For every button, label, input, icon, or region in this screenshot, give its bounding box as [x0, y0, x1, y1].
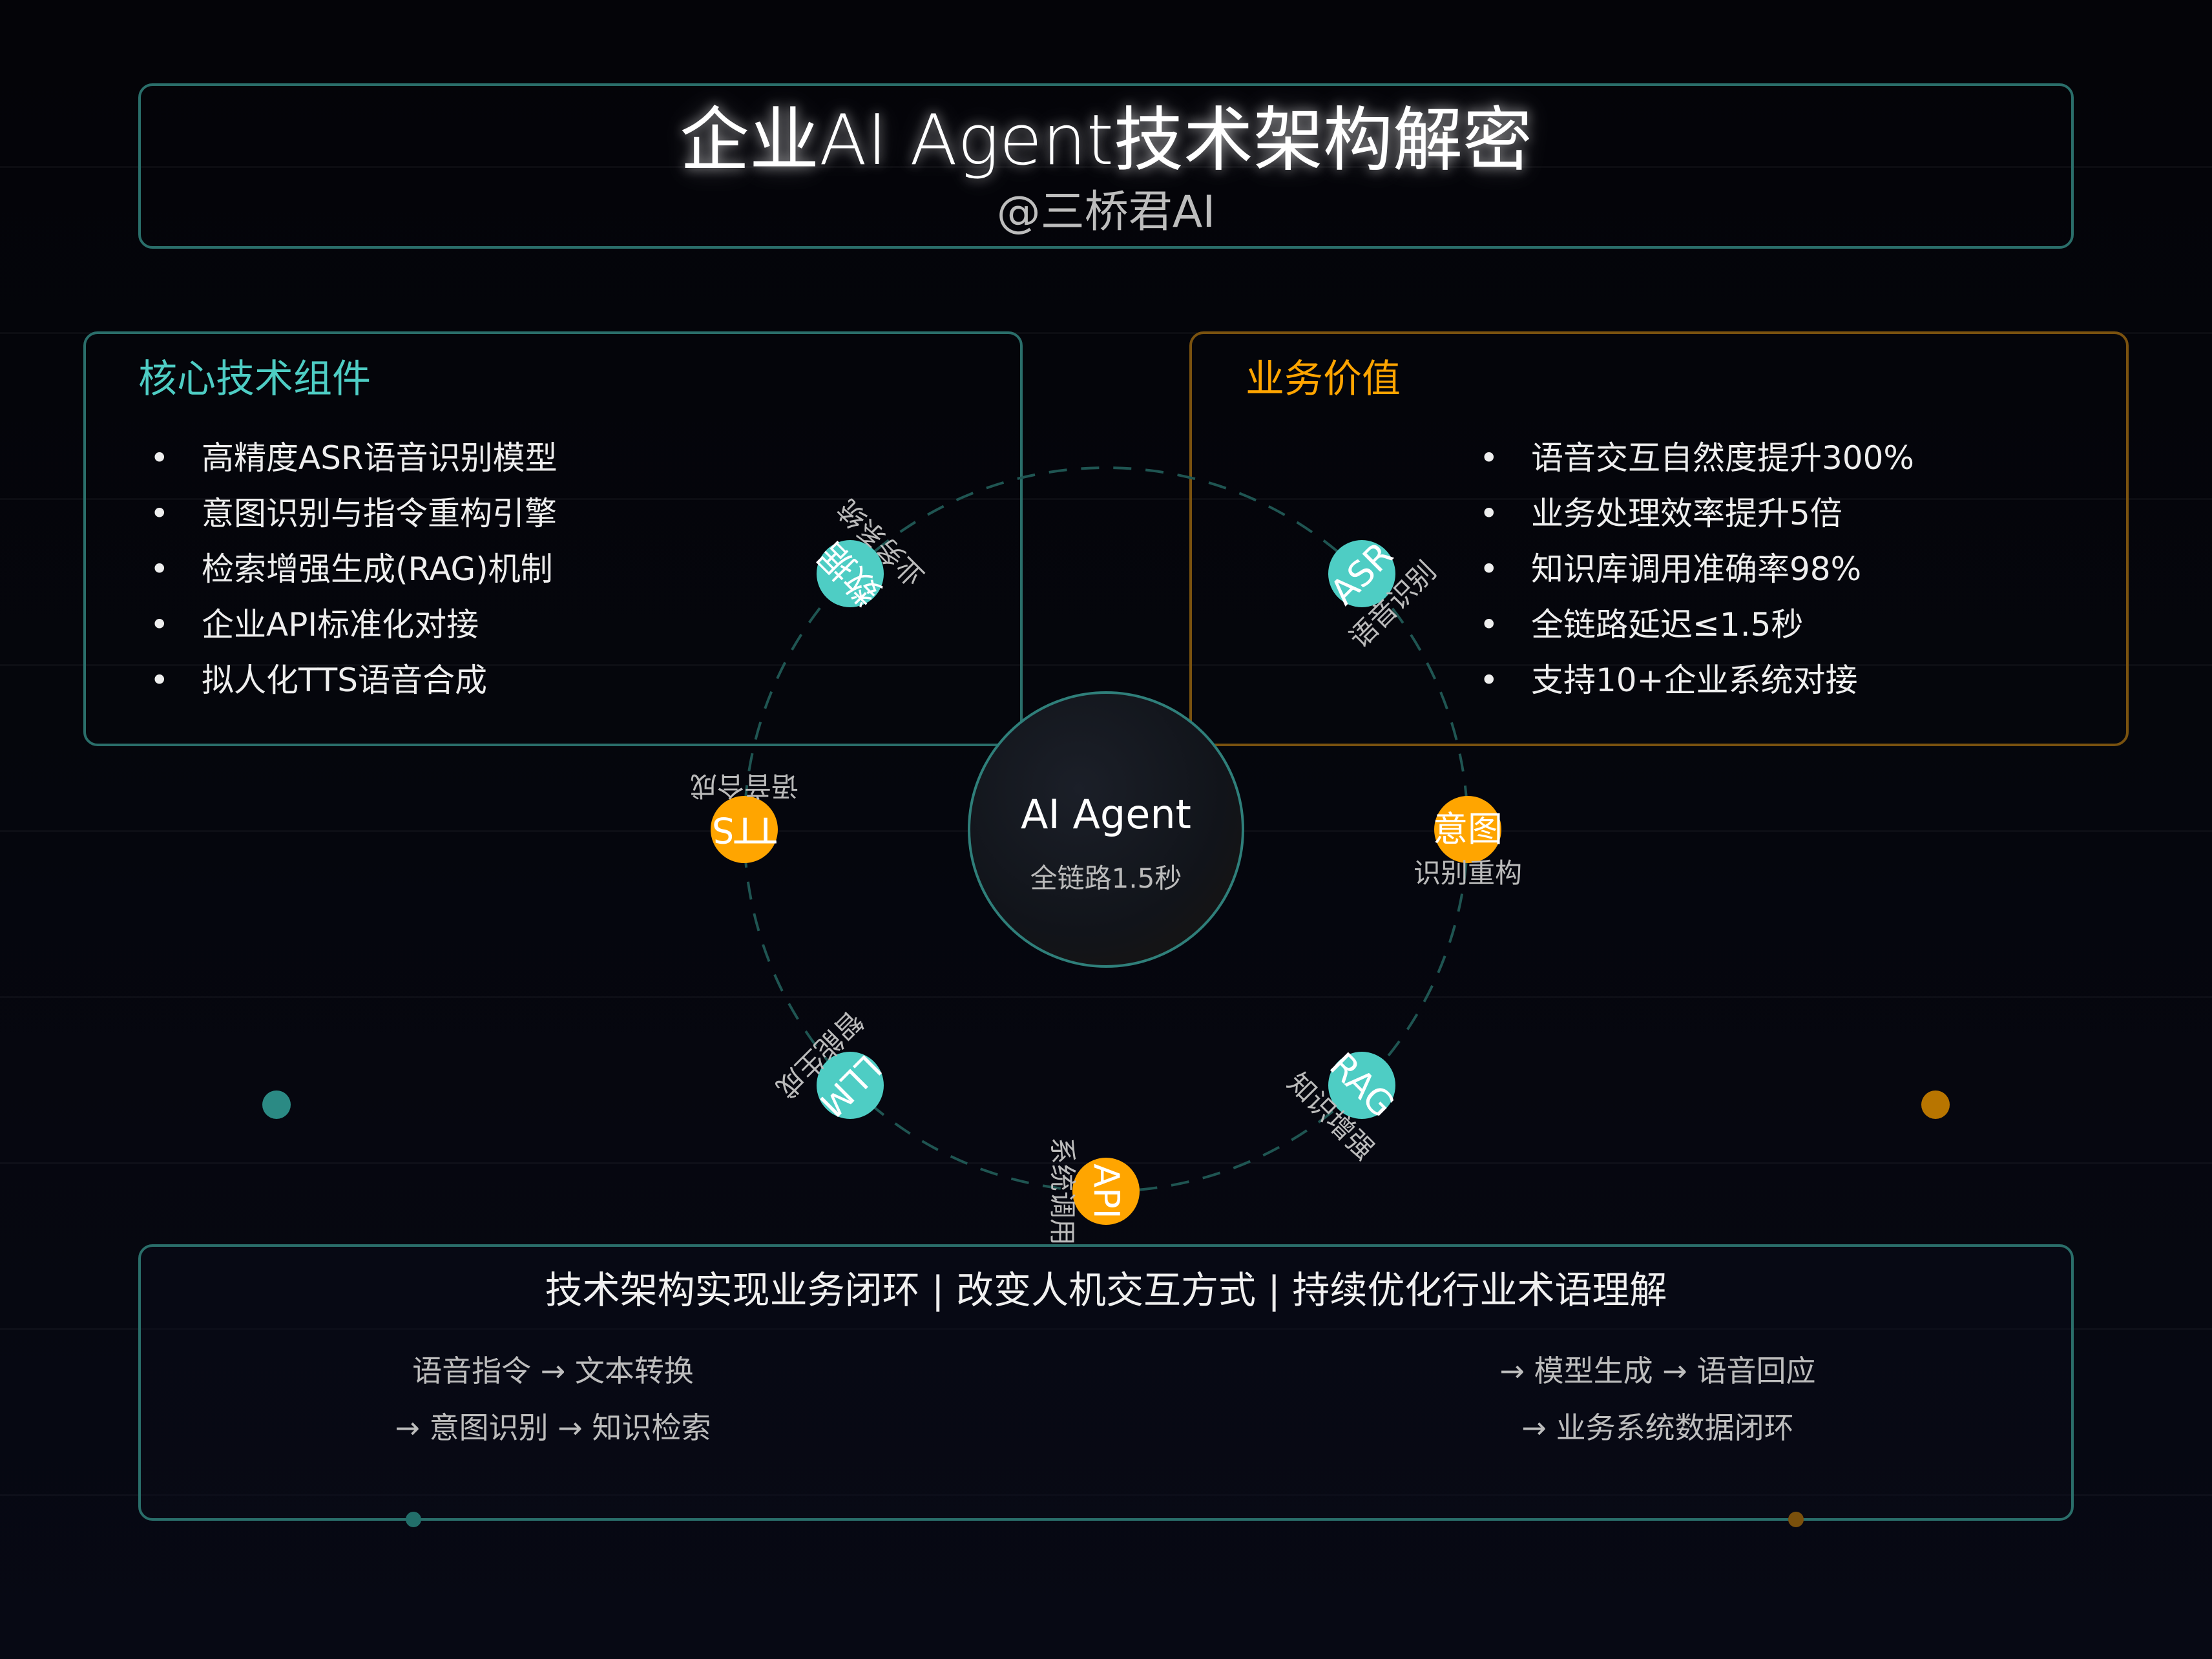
node-label: 系统调用: [1047, 1136, 1078, 1246]
bullet-icon: •: [1479, 550, 1499, 588]
list-item: • 业务处理效率提升5倍: [1479, 486, 1914, 541]
node-text: 意图: [1433, 809, 1503, 850]
bullet-icon: •: [1479, 662, 1499, 699]
bullet-icon: •: [150, 550, 169, 588]
flow-line: → 业务系统数据闭环: [1521, 1410, 1794, 1445]
flow-line: → 模型生成 → 语音回应: [1499, 1353, 1816, 1388]
list-item: • 企业API标准化对接: [150, 597, 558, 652]
node-text: API: [1086, 1163, 1127, 1219]
list-item-text: 拟人化TTS语音合成: [202, 662, 487, 699]
decorative-dot-orange: [1921, 1090, 1950, 1119]
list-item: • 语音交互自然度提升300%: [1479, 430, 1914, 486]
list-item: • 知识库调用准确率98%: [1479, 541, 1914, 597]
summary-panel: [138, 1244, 2074, 1521]
list-item-text: 企业API标准化对接: [202, 606, 479, 643]
bullet-icon: •: [150, 439, 169, 477]
summary-heading: 技术架构实现业务闭环 | 改变人机交互方式 | 持续优化行业术语理解: [545, 1268, 1667, 1312]
business-value-list: •语音交互自然度提升300% •业务处理效率提升5倍 •知识库调用准确率98% …: [1479, 430, 1914, 708]
core-components-heading: 核心技术组件: [138, 357, 371, 402]
list-item: • 拟人化TTS语音合成: [150, 652, 558, 708]
bullet-icon: •: [150, 662, 169, 699]
node-label: 语音合成: [690, 770, 799, 802]
node-text: TTS: [712, 809, 777, 850]
business-value-heading: 业务价值: [1246, 357, 1401, 402]
list-item-text: 全链路延迟≤1.5秒: [1531, 606, 1804, 643]
list-item: • 高精度ASR语音识别模型: [150, 430, 558, 486]
flow-line: 语音指令 → 文本转换: [412, 1353, 694, 1388]
list-item-text: 检索增强生成(RAG)机制: [202, 550, 553, 588]
business-value-panel: [1189, 331, 2129, 746]
bullet-icon: •: [1479, 495, 1499, 532]
core-components-list: • 高精度ASR语音识别模型 • 意图识别与指令重构引擎 • 检索增强生成(RAG)机…: [150, 430, 558, 708]
right-flow: → 模型生成 → 语音回应 → 业务系统数据闭环: [1367, 1342, 1948, 1456]
page-title: 企业AI Agent技术架构解密: [680, 100, 1532, 181]
list-item-text: 支持10+企业系统对接: [1531, 662, 1858, 699]
header-banner: [138, 83, 2074, 249]
list-item-text: 业务处理效率提升5倍: [1531, 495, 1842, 532]
hub-title: AI Agent: [1021, 791, 1191, 838]
page-subtitle: @三桥君AI: [996, 187, 1216, 238]
ai-agent-hub: AI Agent 全链路1.5秒: [968, 691, 1244, 968]
decorative-dot-orange-small: [1788, 1512, 1804, 1527]
list-item: • 支持10+企业系统对接: [1479, 652, 1914, 708]
left-flow: 语音指令 → 文本转换 → 意图识别 → 知识检索: [262, 1342, 844, 1456]
core-components-panel: [83, 331, 1023, 746]
decorative-dot-teal: [262, 1090, 291, 1119]
bullet-icon: •: [150, 606, 169, 643]
hub-subtitle: 全链路1.5秒: [1030, 862, 1182, 894]
bullet-icon: •: [1479, 606, 1499, 643]
list-item-text: 语音交互自然度提升300%: [1531, 439, 1914, 477]
list-item: • 意图识别与指令重构引擎: [150, 486, 558, 541]
list-item: • 检索增强生成(RAG)机制: [150, 541, 558, 597]
decorative-dot-teal-small: [406, 1512, 421, 1527]
flow-line: → 意图识别 → 知识检索: [395, 1410, 711, 1445]
node-label: 识别重构: [1413, 857, 1522, 889]
node-disc: [1434, 796, 1501, 863]
bullet-icon: •: [1479, 439, 1499, 477]
list-item-text: 知识库调用准确率98%: [1531, 550, 1862, 588]
bullet-icon: •: [150, 495, 169, 532]
list-item-text: 意图识别与指令重构引擎: [202, 495, 557, 532]
list-item-text: 高精度ASR语音识别模型: [202, 439, 558, 477]
list-item: • 全链路延迟≤1.5秒: [1479, 597, 1914, 652]
